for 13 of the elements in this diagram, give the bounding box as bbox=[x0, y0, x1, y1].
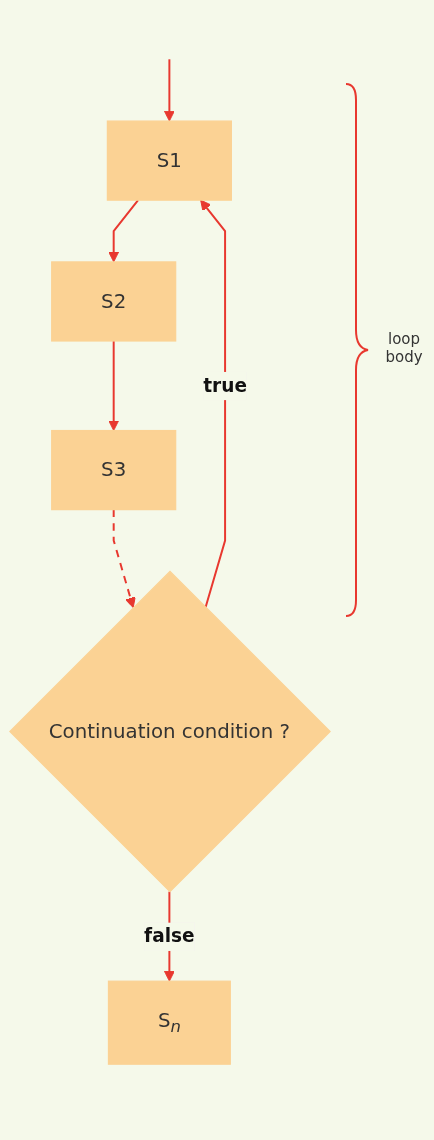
arrow bbox=[112, 508, 136, 609]
edge-label: false bbox=[144, 924, 195, 948]
node-box: S1 bbox=[106, 120, 232, 201]
edge-label: true bbox=[203, 374, 247, 397]
bracket-label: loop body bbox=[384, 330, 424, 366]
node-box: S3 bbox=[51, 429, 177, 511]
node-box: S2 bbox=[51, 261, 177, 342]
arrow bbox=[108, 340, 120, 432]
node-diamond: Continuation condition ? bbox=[9, 570, 331, 893]
arrow bbox=[200, 199, 227, 609]
arrow bbox=[163, 58, 175, 122]
node-box: S$_{n}$ bbox=[107, 980, 231, 1065]
arrow bbox=[108, 199, 140, 263]
